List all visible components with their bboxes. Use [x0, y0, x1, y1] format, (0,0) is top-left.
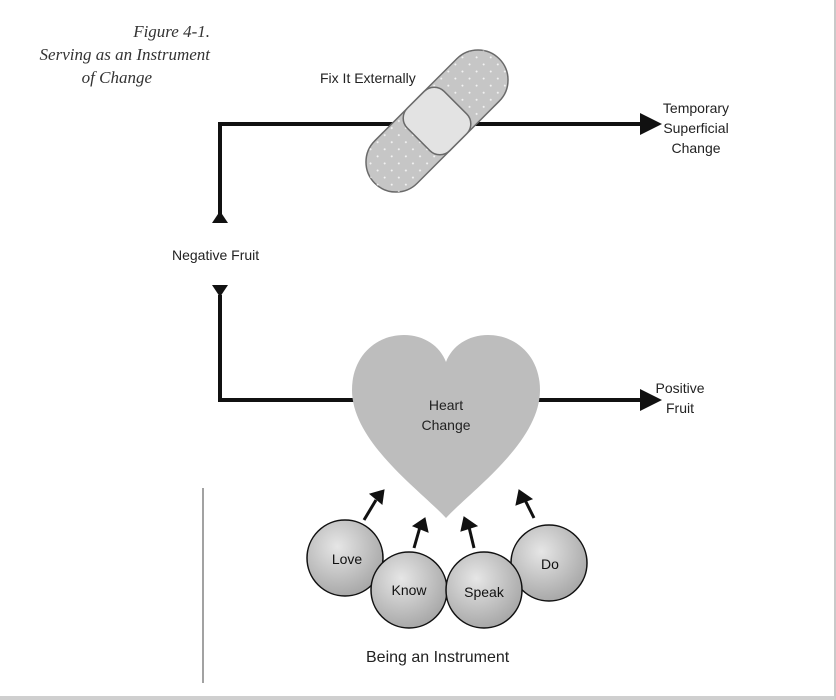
circle-do-label: Do: [541, 556, 559, 572]
fix-externally-label: Fix It Externally: [320, 70, 416, 86]
heart-line1: Heart: [428, 397, 464, 413]
top-arrowhead: [640, 113, 662, 135]
temporary-line2: Superficial: [663, 120, 729, 136]
top-flow-line: [218, 122, 640, 218]
positive-line1: Positive: [655, 380, 705, 396]
down-arrowhead-negative: [212, 285, 228, 297]
circle-arrows: [362, 489, 536, 549]
negative-fruit-label: Negative Fruit: [172, 247, 260, 263]
heart-line2: Change: [421, 417, 471, 433]
up-arrowhead-negative: [212, 211, 228, 223]
temporary-change-label: Temporary Superficial Change: [646, 98, 746, 158]
circle-speak: [445, 551, 523, 629]
heart-shape: [352, 335, 540, 518]
figure-caption: Figure 4-1. Serving as an Instrument of …: [0, 20, 210, 89]
circle-love: [306, 519, 384, 597]
temporary-line1: Temporary: [662, 100, 730, 116]
being-instrument-label: Being an Instrument: [366, 649, 510, 666]
circle-speak-label: Speak: [464, 584, 505, 600]
bottom-left-line: [218, 295, 365, 402]
positive-arrowhead: [640, 389, 662, 411]
heart-change-label: Heart Change: [416, 395, 476, 435]
caption-number: Figure 4-1.: [133, 22, 210, 41]
positive-line2: Fruit: [666, 400, 694, 416]
positive-fruit-label: Positive Fruit: [645, 378, 715, 418]
circle-love-label: Love: [332, 551, 363, 567]
caption-title-line2: of Change: [81, 68, 152, 87]
caption-title-line1: Serving as an Instrument: [39, 45, 210, 64]
temporary-line3: Change: [671, 140, 721, 156]
bandage-icon: [365, 49, 509, 193]
circle-know-label: Know: [391, 582, 427, 598]
